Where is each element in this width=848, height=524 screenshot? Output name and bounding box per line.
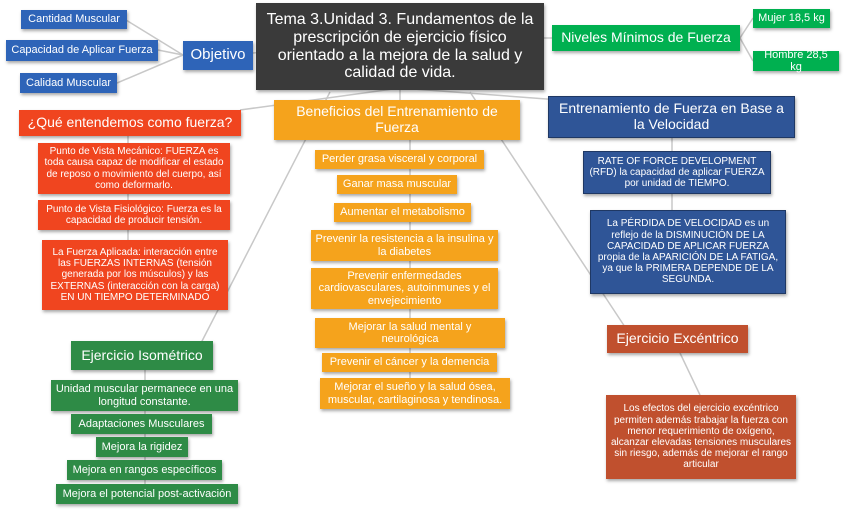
objetivo-node: Objetivo (183, 41, 253, 70)
beneficios-item: Perder grasa visceral y corporal (315, 150, 484, 169)
velocidad-item: La PÉRDIDA DE VELOCIDAD es un reflejo de… (590, 210, 786, 294)
objetivo-item: Calidad Muscular (20, 73, 117, 93)
isometrico-item: Mejora la rigidez (96, 437, 188, 457)
velocidad-item: RATE OF FORCE DEVELOPMENT (RFD) la capac… (583, 151, 771, 194)
niveles-item: Mujer 18,5 kg (753, 9, 830, 28)
isometrico-item: Mejora el potencial post-activación (56, 484, 238, 504)
excentrico-node: Ejercicio Excéntrico (607, 325, 748, 353)
niveles-node: Niveles Mínimos de Fuerza (552, 25, 740, 51)
beneficios-item: Ganar masa muscular (337, 175, 457, 194)
que-fuerza-item: Punto de Vista Mecánico: FUERZA es toda … (38, 143, 230, 194)
niveles-item: Hombre 28,5 kg (753, 49, 839, 73)
isometrico-item: Adaptaciones Musculares (71, 414, 212, 434)
central-title: Tema 3.Unidad 3. Fundamentos de la presc… (256, 3, 544, 90)
beneficios-item: Prevenir enfermedades cardiovasculares, … (311, 268, 498, 309)
excentrico-item: Los efectos del ejercicio excéntrico per… (606, 395, 796, 479)
velocidad-node: Entrenamiento de Fuerza en Base a la Vel… (548, 96, 795, 138)
isometrico-item: Mejora en rangos específicos (67, 460, 222, 480)
beneficios-item: Prevenir la resistencia a la insulina y … (311, 230, 498, 261)
isometrico-node: Ejercicio Isométrico (71, 341, 213, 370)
isometrico-item: Unidad muscular permanece en una longitu… (51, 380, 238, 411)
beneficios-item: Aumentar el metabolismo (334, 203, 471, 222)
objetivo-item: Capacidad de Aplicar Fuerza (6, 40, 158, 61)
que-fuerza-item: Punto de Vista Fisiológico: Fuerza es la… (38, 200, 230, 230)
beneficios-item: Mejorar la salud mental y neurológica (315, 318, 505, 348)
beneficios-item: Mejorar el sueño y la salud ósea, muscul… (320, 378, 510, 409)
beneficios-node: Beneficios del Entrenamiento de Fuerza (274, 100, 520, 140)
que-fuerza-node: ¿Qué entendemos como fuerza? (19, 110, 241, 136)
objetivo-item: Cantidad Muscular (21, 10, 127, 29)
beneficios-item: Prevenir el cáncer y la demencia (322, 353, 497, 372)
que-fuerza-item: La Fuerza Aplicada: interacción entre la… (42, 240, 228, 310)
